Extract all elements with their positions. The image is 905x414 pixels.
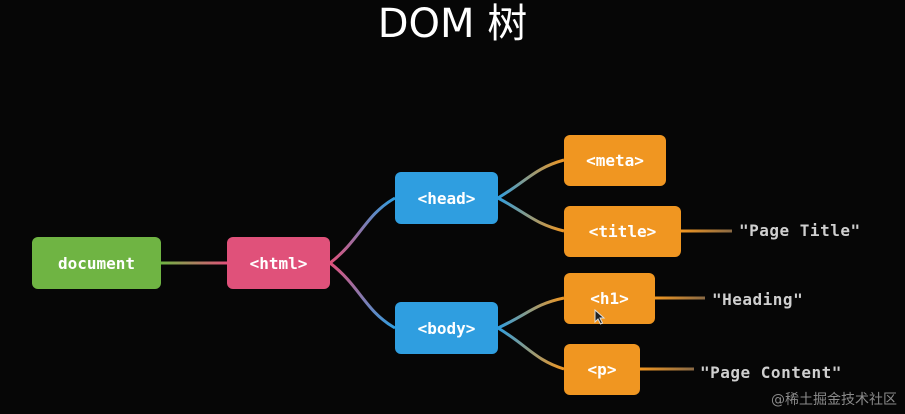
- text-node-page-content: "Page Content": [700, 363, 842, 382]
- node-meta: <meta>: [564, 135, 666, 186]
- edge-html-head: [329, 196, 396, 265]
- text-node-heading: "Heading": [712, 290, 804, 309]
- node-p: <p>: [564, 344, 640, 395]
- node-document: document: [32, 237, 161, 289]
- edge-body-p: [497, 326, 565, 371]
- watermark: @稀土掘金技术社区: [771, 392, 897, 408]
- node-title: <title>: [564, 206, 681, 257]
- node-h1: <h1>: [564, 273, 655, 324]
- node-html: <html>: [227, 237, 330, 289]
- node-head: <head>: [395, 172, 498, 224]
- edge-head-title: [497, 196, 565, 233]
- edge-head-meta: [497, 158, 565, 200]
- node-body: <body>: [395, 302, 498, 354]
- mouse-cursor-icon: [594, 309, 606, 325]
- edge-html-body: [329, 261, 396, 330]
- edge-body-h1: [497, 296, 565, 330]
- text-node-page-title: "Page Title": [739, 221, 861, 240]
- slide-title: DOM 树: [377, 1, 528, 47]
